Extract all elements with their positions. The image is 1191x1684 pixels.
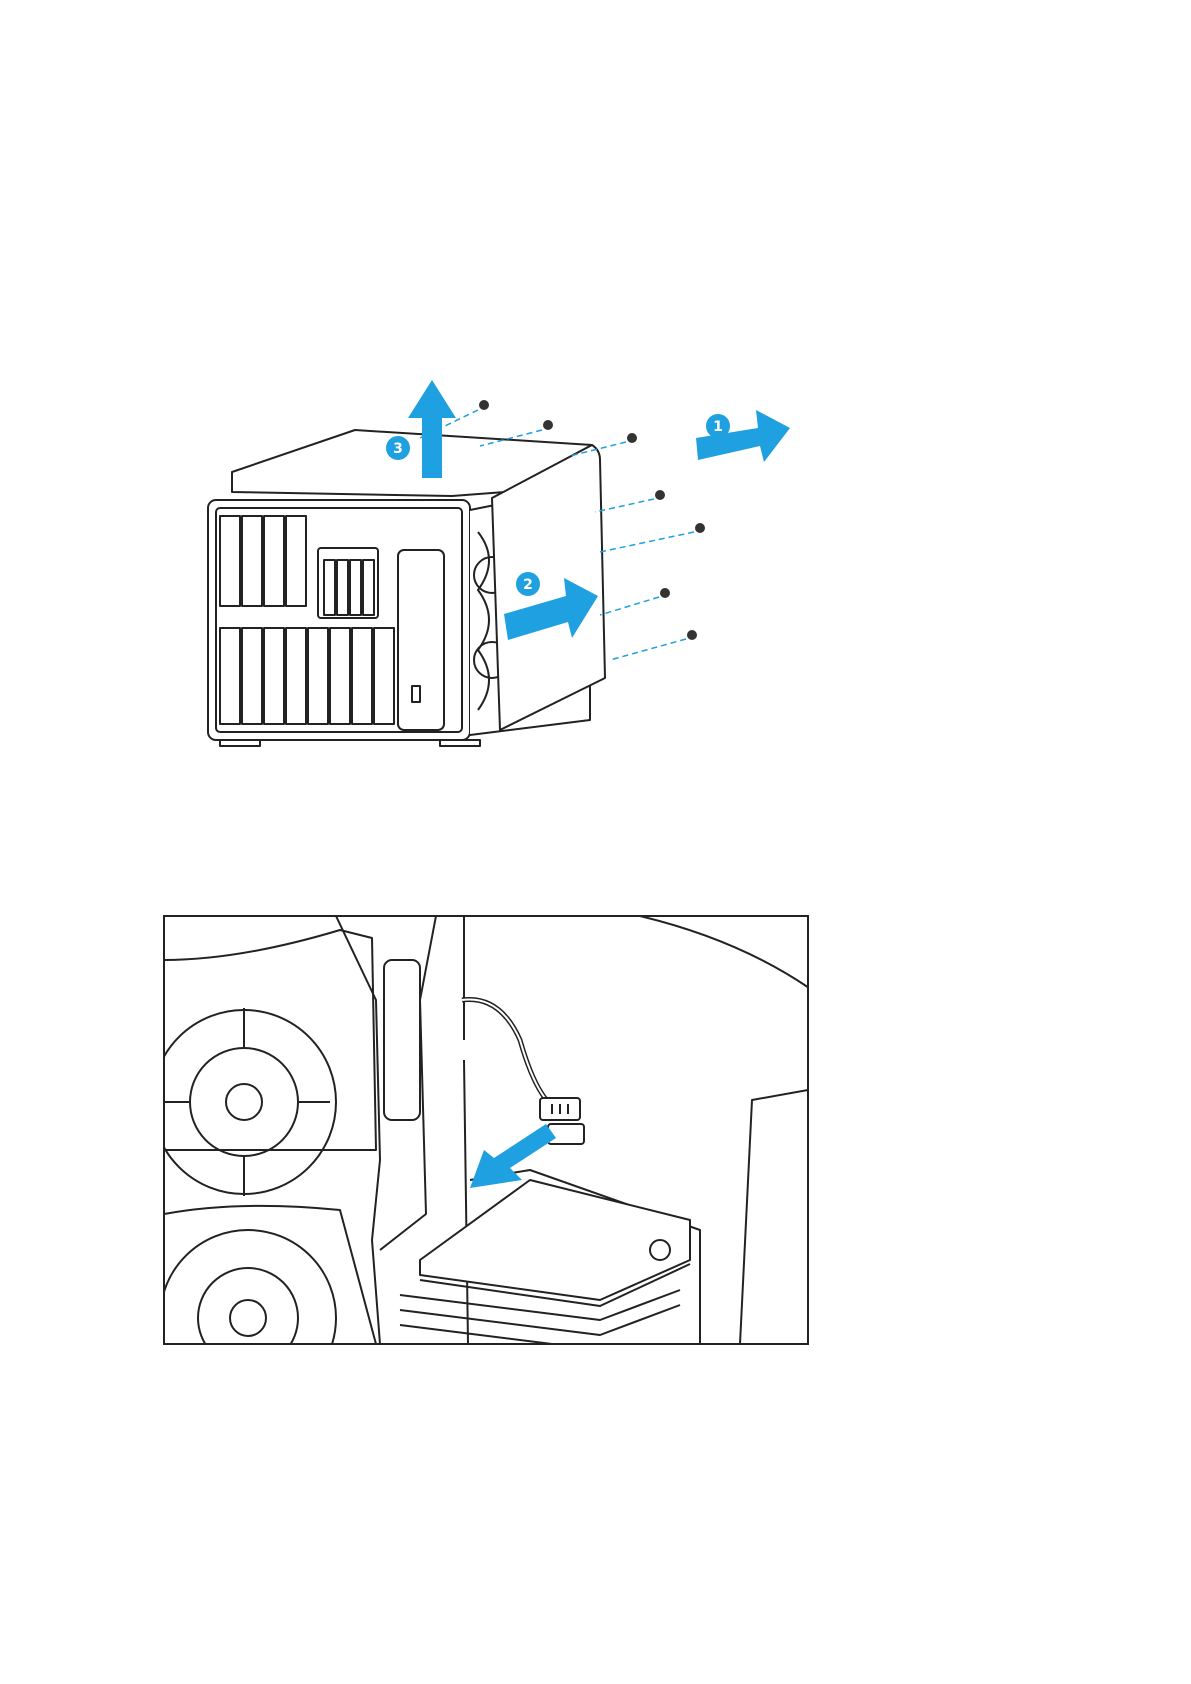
fan-housing-upper <box>160 930 376 1196</box>
screw-icon <box>687 630 697 640</box>
cover-removal-illustration: 1 2 3 <box>150 330 800 770</box>
screw-icon <box>479 400 489 410</box>
step-marker-1: 1 <box>706 414 730 438</box>
svg-text:3: 3 <box>393 441 403 457</box>
screw-icon <box>660 588 670 598</box>
drive-stack <box>400 1170 700 1348</box>
side-plate <box>740 1090 808 1344</box>
screw-icon <box>627 433 637 443</box>
svg-text:1: 1 <box>713 419 723 435</box>
step-marker-2: 2 <box>516 572 540 596</box>
svg-text:2: 2 <box>523 577 533 593</box>
cable <box>462 1000 566 1113</box>
fan-housing-lower <box>160 1206 376 1348</box>
screw-icon <box>695 523 705 533</box>
screw-icon <box>655 490 665 500</box>
cable-disconnect-illustration <box>160 912 812 1348</box>
step-marker-3: 3 <box>386 436 410 460</box>
chassis-front-panel <box>208 500 470 740</box>
board-connector <box>548 1124 584 1144</box>
arrow-down-left-icon <box>470 1124 556 1188</box>
screw-icon <box>543 420 553 430</box>
